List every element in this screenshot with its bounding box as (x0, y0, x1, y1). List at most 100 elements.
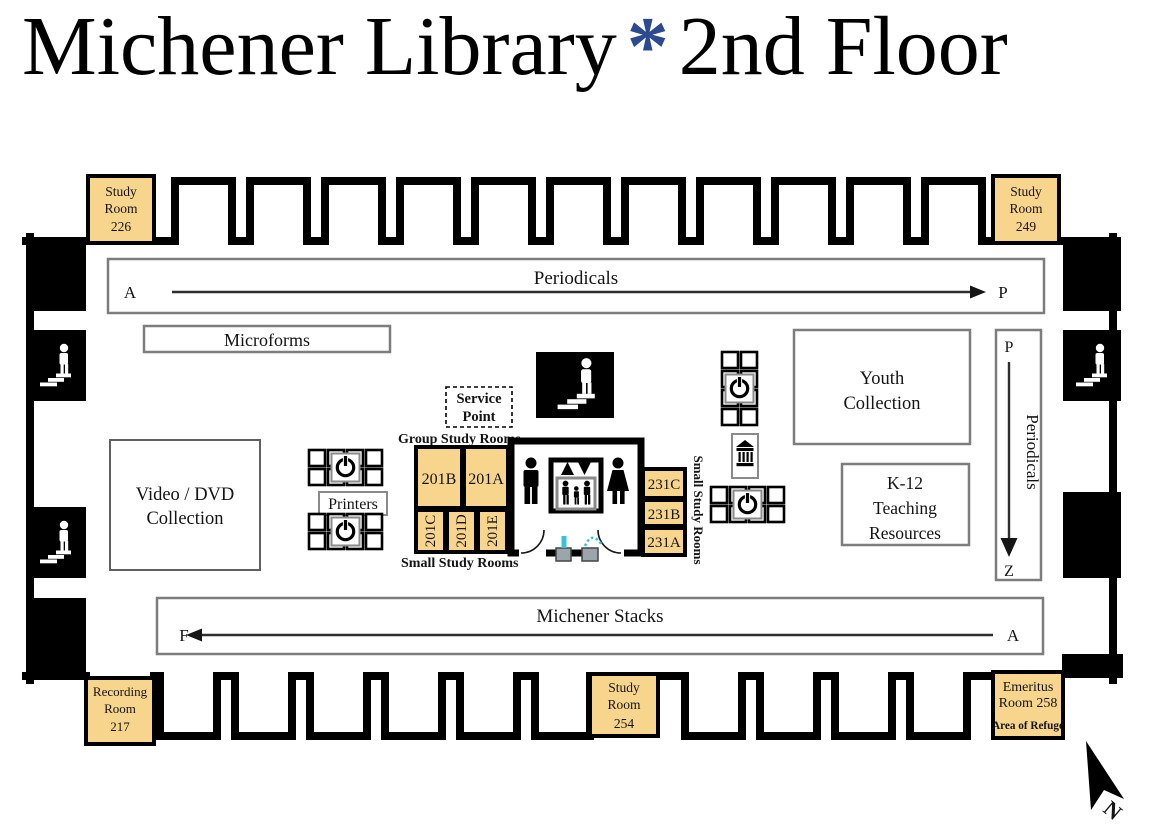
room-201d: 201D (445, 508, 478, 554)
restroom-elevator-core (507, 437, 645, 562)
range-end-f: F (179, 626, 188, 645)
microforms-label: Microforms (224, 330, 310, 350)
room-201c: 201C (414, 508, 447, 554)
room-label: Study (105, 184, 137, 199)
video-dvd-box: Video / DVD Collection (109, 439, 261, 571)
room-label: 217 (110, 719, 130, 734)
k12-label: Teaching (873, 498, 937, 518)
door-swing-arc (520, 529, 545, 554)
range-start-p: P (1005, 339, 1014, 356)
room-label: Room 258 (999, 696, 1058, 711)
room-label: Study (1010, 184, 1042, 199)
room-231a: 231A (641, 526, 687, 557)
computer-cluster (711, 487, 784, 522)
room-label: Recording (93, 684, 148, 699)
arrowhead-left (186, 628, 202, 642)
title-floor: 2nd Floor (678, 0, 1008, 93)
right-upper-block (1063, 245, 1121, 311)
room-label: 231A (647, 535, 681, 551)
left-upper-block (26, 245, 86, 311)
room-label: 201D (454, 514, 470, 548)
printers-label-box: Printers (318, 491, 388, 516)
periodicals-banner: Periodicals A P (106, 257, 1046, 315)
bottom-wall (22, 672, 997, 740)
mens-restroom-icon (523, 457, 539, 504)
room-label: 201A (468, 471, 504, 488)
page-title: Michener Library*2nd Floor (22, 0, 1008, 99)
study-room-254: Study Room 254 (588, 672, 660, 738)
room-label: Study (608, 680, 640, 695)
range-start-a: A (124, 283, 137, 302)
title-asterisk-separator: * (626, 0, 669, 93)
north-arrow-icon: N (1086, 741, 1127, 825)
study-room-249: Study Room 249 (991, 174, 1061, 245)
room-label: 201C (423, 515, 439, 548)
room-201b: 201B (414, 445, 464, 510)
youth-collection-label: Youth (860, 369, 904, 389)
door-swing-arc (597, 529, 622, 554)
room-label: 231C (648, 477, 681, 493)
computer-cluster (722, 352, 757, 425)
k12-label: Resources (869, 523, 941, 543)
door-opening (597, 548, 624, 559)
youth-collection-label: Collection (843, 394, 920, 414)
youth-collection-box: Youth Collection (792, 328, 972, 446)
range-start-a: A (1007, 626, 1020, 645)
arrowhead-down (1000, 538, 1018, 557)
room-label: Room (607, 697, 641, 712)
left-stairwell-lower (26, 507, 86, 578)
service-point-label: Service (456, 391, 502, 407)
room-201a: 201A (462, 445, 510, 510)
left-stairwell-upper (26, 330, 86, 401)
emeritus-room-258: Emeritus Room 258 Area of Refuge (991, 670, 1065, 740)
recording-room-217: Recording Room 217 (84, 676, 156, 746)
area-of-refuge-label: Area of Refuge (992, 720, 1064, 732)
library-catalog-station (731, 433, 759, 479)
michener-stacks-banner: Michener Stacks F A (155, 596, 1045, 656)
top-wall (22, 177, 1121, 245)
small-study-rooms-label: Small Study Rooms (401, 556, 519, 571)
drinking-fountain-icon (581, 536, 604, 562)
elevator-down-icon (578, 462, 591, 475)
drinking-fountain-icon (555, 536, 572, 562)
title-library: Michener Library (22, 0, 617, 93)
room-201e: 201E (476, 508, 509, 554)
room-231c: 231C (641, 467, 687, 500)
k12-label: K-12 (887, 473, 923, 493)
periodicals-vertical-label: Periodicals (1023, 414, 1042, 490)
room-label: 201B (422, 471, 457, 488)
bottom-right-corner-block (1062, 654, 1123, 678)
periodicals-right-box: P Z Periodicals (994, 328, 1043, 582)
library-catalog-icon (736, 440, 754, 467)
microforms-box: Microforms (142, 324, 392, 354)
room-label: 249 (1016, 219, 1037, 234)
door-opening (519, 548, 546, 559)
room-label: 201E (485, 515, 501, 547)
elevator-people-icon (562, 480, 591, 505)
room-label: Room (104, 701, 136, 716)
computer-cluster (309, 450, 382, 485)
arrowhead-right (970, 285, 986, 299)
compass-n-label: N (1099, 796, 1127, 825)
elevator (548, 457, 604, 514)
room-label: 226 (111, 219, 132, 234)
group-study-rooms-label: Group Study Rooms (398, 432, 521, 447)
periodicals-label: Periodicals (534, 268, 618, 289)
right-lower-block (1063, 492, 1121, 578)
central-stairwell (536, 352, 614, 418)
room-label: Room (1009, 201, 1043, 216)
right-stairwell (1063, 330, 1121, 401)
k12-teaching-box: K-12 Teaching Resources (840, 462, 971, 547)
video-dvd-label: Video / DVD (136, 485, 235, 505)
range-end-p: P (998, 283, 1007, 302)
room-label: 231B (648, 507, 681, 523)
service-point-box: Service Point (445, 386, 513, 428)
elevator-up-icon (561, 462, 574, 475)
printers-label: Printers (328, 496, 378, 513)
service-point-label: Point (462, 409, 495, 425)
range-end-z: Z (1004, 563, 1014, 580)
left-lower-block (26, 598, 86, 676)
computer-cluster (309, 514, 382, 549)
